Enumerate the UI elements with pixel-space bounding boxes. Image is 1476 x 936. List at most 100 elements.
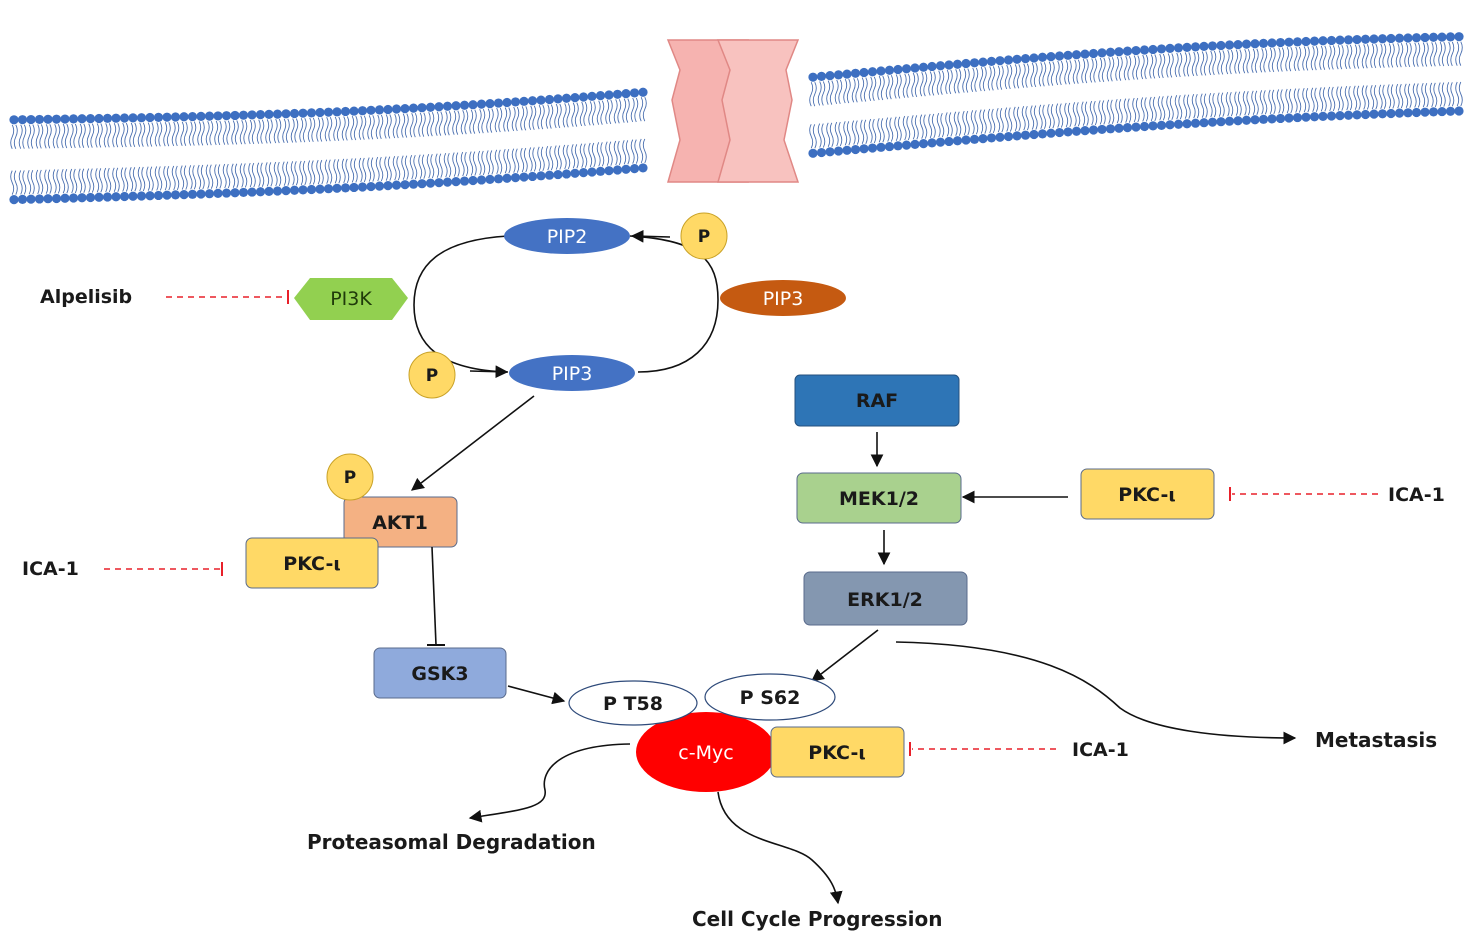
lipid-head bbox=[255, 187, 266, 197]
lipid-head bbox=[213, 188, 223, 198]
lipid-tail bbox=[18, 124, 27, 195]
lipid-head bbox=[1258, 38, 1269, 48]
lipid-tail bbox=[987, 66, 996, 134]
lipid-head bbox=[978, 57, 988, 67]
lipid-head bbox=[1360, 34, 1371, 44]
lipid-head bbox=[383, 104, 393, 115]
lipid-tail bbox=[1344, 44, 1353, 111]
lipid-tail bbox=[1123, 55, 1132, 123]
lipid-tail bbox=[1106, 57, 1115, 125]
lipid-head bbox=[408, 103, 419, 113]
lipid-head bbox=[1020, 130, 1031, 140]
pip3-label: PIP3 bbox=[552, 363, 593, 385]
lipid-head bbox=[1199, 41, 1209, 52]
lipid-tail bbox=[1395, 43, 1404, 109]
lipid-tail bbox=[1387, 43, 1395, 109]
lipid-tail bbox=[120, 122, 129, 192]
cmyc-complex: c-Myc P T58 P S62 PKC-ι ICA-1 Proteasoma… bbox=[307, 673, 1129, 931]
lipid-head bbox=[519, 172, 529, 182]
lipid-tail bbox=[809, 81, 817, 149]
lipid-head bbox=[553, 94, 563, 104]
lipid-head bbox=[850, 68, 861, 78]
lipid-head bbox=[238, 187, 249, 198]
lipid-head bbox=[1394, 33, 1405, 43]
lipid-head bbox=[1275, 37, 1286, 48]
lipid-tail bbox=[307, 117, 316, 185]
lipid-head bbox=[128, 113, 138, 123]
lipid-head bbox=[561, 169, 572, 179]
lipid-head bbox=[1301, 112, 1311, 122]
lipid-head bbox=[952, 59, 963, 69]
akt1-label: AKT1 bbox=[372, 512, 428, 534]
lipid-tail bbox=[188, 121, 197, 190]
pkc-mek-node: PKC-ι bbox=[1080, 468, 1215, 520]
lipid-head bbox=[315, 184, 325, 194]
lipid-head bbox=[961, 58, 971, 69]
lipid-head bbox=[221, 188, 232, 198]
lipid-head bbox=[884, 141, 895, 152]
lipid-head bbox=[9, 195, 19, 205]
erk-label: ERK1/2 bbox=[847, 589, 923, 611]
lipid-tail bbox=[27, 124, 35, 195]
lipid-head bbox=[383, 181, 393, 191]
lipid-head bbox=[323, 107, 334, 117]
lipid-head bbox=[94, 192, 104, 202]
lipid-head bbox=[434, 178, 444, 188]
pkc-myc-label: PKC-ι bbox=[808, 742, 865, 764]
lipid-head bbox=[1105, 124, 1116, 134]
lipid-head bbox=[332, 183, 342, 193]
lipid-tail bbox=[562, 103, 571, 170]
lipid-tail bbox=[256, 119, 265, 187]
lipid-tail bbox=[894, 74, 902, 142]
lipid-tail bbox=[443, 111, 452, 178]
lipid-head bbox=[578, 92, 589, 102]
metastasis-label: Metastasis bbox=[1315, 728, 1437, 752]
lipid-tail bbox=[834, 79, 843, 147]
lipid-tail bbox=[936, 70, 945, 138]
lipid-head bbox=[1131, 122, 1141, 132]
lipid-head bbox=[1454, 32, 1464, 42]
lipid-tail bbox=[1361, 44, 1370, 110]
lipid-head bbox=[1029, 129, 1039, 140]
lipid-head bbox=[1037, 129, 1048, 139]
lipid-tail bbox=[154, 122, 163, 191]
lipid-head bbox=[349, 182, 359, 193]
lipid-head bbox=[544, 94, 555, 105]
phospho-bottom-label: P bbox=[426, 366, 438, 386]
lipid-head bbox=[587, 91, 597, 101]
lipid-head bbox=[187, 111, 198, 122]
lipid-tail bbox=[1251, 48, 1259, 115]
lipid-head bbox=[153, 190, 164, 201]
lipid-head bbox=[910, 139, 920, 149]
lipid-head bbox=[859, 144, 869, 154]
lipid-head bbox=[1156, 120, 1167, 130]
lipid-head bbox=[867, 143, 878, 153]
lipid-head bbox=[1020, 54, 1031, 64]
lipid-tail bbox=[290, 118, 299, 186]
lipid-head bbox=[94, 113, 104, 124]
lipid-head bbox=[1003, 55, 1014, 65]
lipid-tail bbox=[1455, 41, 1463, 107]
lipid-head bbox=[493, 98, 504, 108]
lipid-head bbox=[357, 182, 368, 192]
lipid-tail bbox=[537, 104, 545, 172]
lipid-tail bbox=[902, 73, 911, 141]
lipid-head bbox=[170, 190, 181, 200]
pkc-akt-label: PKC-ι bbox=[283, 553, 340, 575]
lipid-head bbox=[1046, 128, 1056, 138]
lipid-tail bbox=[605, 99, 613, 166]
lipid-head bbox=[434, 102, 444, 112]
lipid-tail bbox=[180, 121, 188, 190]
lipid-head bbox=[442, 177, 453, 187]
lipid-head bbox=[60, 114, 70, 124]
lipid-tail bbox=[1115, 56, 1123, 124]
lipid-head bbox=[842, 145, 852, 155]
lipid-head bbox=[17, 115, 28, 125]
pip3-side-node: PIP3 bbox=[720, 280, 846, 316]
lipid-head bbox=[136, 113, 147, 123]
lipid-tail bbox=[477, 108, 486, 176]
lipid-tail bbox=[375, 114, 384, 182]
lipid-tail bbox=[817, 81, 826, 148]
lipid-tail bbox=[1327, 45, 1336, 112]
lipid-head bbox=[281, 109, 291, 119]
